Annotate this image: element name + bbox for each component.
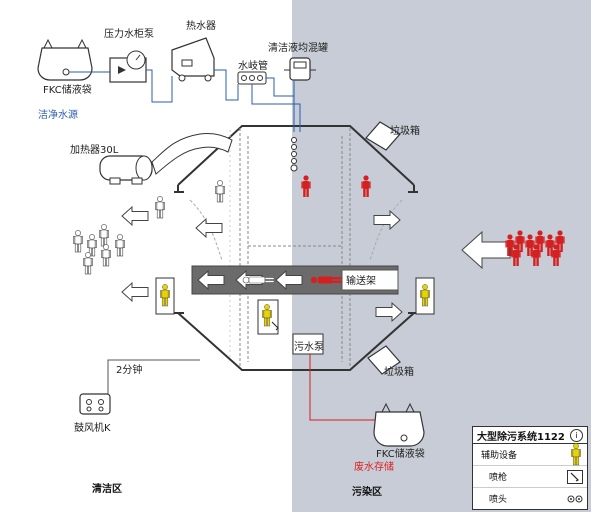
- flow-arrow-icon: [375, 302, 403, 322]
- contaminated-person-icon: [361, 175, 371, 197]
- contaminated-lying-person-icon: [310, 276, 342, 284]
- nozzle-icon: [290, 164, 298, 172]
- entry-arrow-icon: [461, 230, 511, 270]
- person-icon: [72, 229, 84, 253]
- fkc-bag-bottom-label: FKC储液袋: [376, 447, 425, 460]
- heater-30l: [99, 133, 233, 185]
- person-icon: [98, 223, 110, 247]
- mixing-tank: [284, 57, 316, 81]
- pressure-pump: [109, 50, 147, 83]
- flow-arrow-icon: [195, 218, 223, 238]
- water-manifold-label: 水岐管: [238, 59, 268, 72]
- pressure-pump-label: 压力水柜泵: [104, 27, 154, 40]
- nozzle-icon: [291, 137, 297, 143]
- conveyor-label: 输送架: [346, 274, 376, 287]
- sewage-pump: [292, 333, 324, 355]
- person-icon: [214, 179, 226, 203]
- exit-arrow-icon: [121, 206, 149, 226]
- trash-bin-top: [365, 121, 401, 151]
- spray-gun-icon: [271, 321, 279, 331]
- trash-bin-bottom: [367, 345, 401, 375]
- blower-label: 鼓风机K: [74, 421, 111, 434]
- wastewater-storage-label: 废水存储: [354, 460, 394, 473]
- fkc-bag-top-label: FKC储液袋: [43, 83, 92, 96]
- legend-row-aux: 辅助设备: [473, 442, 587, 466]
- dirty-zone-label: 污染区: [352, 485, 382, 498]
- info-icon[interactable]: i: [570, 428, 583, 442]
- lying-person-icon: [242, 276, 275, 284]
- legend: 大型除污系统1122 i 辅助设备 喷枪 喷头: [472, 426, 588, 510]
- legend-label: 辅助设备: [481, 451, 518, 461]
- fkc-storage-bag-bottom: [373, 402, 425, 447]
- water-heater-label: 热水器: [186, 19, 216, 32]
- clean-zone-background: [0, 0, 292, 512]
- person-icon: [100, 243, 112, 267]
- heater-label: 加热器30L: [70, 143, 119, 156]
- legend-header: 大型除污系统1122 i: [473, 427, 587, 444]
- spray-gun-icon: [567, 469, 583, 484]
- nozzle-icon: [291, 158, 297, 164]
- person-icon: [570, 442, 582, 465]
- sewage-pump-label: 污水泵: [294, 341, 324, 353]
- flow-arrow-icon: [373, 210, 401, 230]
- legend-row-spray-gun: 喷枪: [473, 466, 587, 488]
- clean-zone-label: 清洁区: [92, 482, 122, 495]
- conveyor: 输送架: [191, 265, 399, 295]
- nozzle-icon: [567, 495, 583, 502]
- exit-arrow-icon: [121, 282, 149, 302]
- aux-person-box-right: [415, 277, 435, 315]
- person-icon: [114, 233, 126, 257]
- nozzle-icon: [291, 144, 297, 150]
- clean-water-source-label: 洁净水源: [38, 108, 78, 121]
- two-minutes-label: 2分钟: [116, 363, 142, 376]
- clean-water-pipes: [69, 69, 301, 132]
- legend-label: 喷头: [489, 495, 508, 505]
- legend-title: 大型除污系统1122: [477, 431, 565, 443]
- waste-pipe: [309, 354, 376, 421]
- legend-label: 喷枪: [489, 473, 508, 483]
- water-heater: [171, 37, 215, 82]
- aux-person-box-left: [155, 277, 175, 315]
- fkc-storage-bag-top: [37, 38, 93, 81]
- legend-row-nozzle: 喷头: [473, 488, 587, 509]
- nozzle-icon: [291, 151, 297, 157]
- contaminated-person-icon: [301, 175, 311, 197]
- water-manifold: [237, 71, 267, 85]
- blower-pipe: [107, 359, 200, 394]
- trash-top-label: 垃圾箱: [390, 124, 420, 137]
- trash-bottom-label: 垃圾箱: [384, 365, 414, 378]
- nozzle-column: [290, 137, 298, 172]
- mixing-tank-label: 清洁液均混罐: [268, 41, 328, 54]
- person-icon: [154, 195, 166, 219]
- blower: [79, 393, 111, 415]
- aux-person-box-center: [257, 299, 279, 335]
